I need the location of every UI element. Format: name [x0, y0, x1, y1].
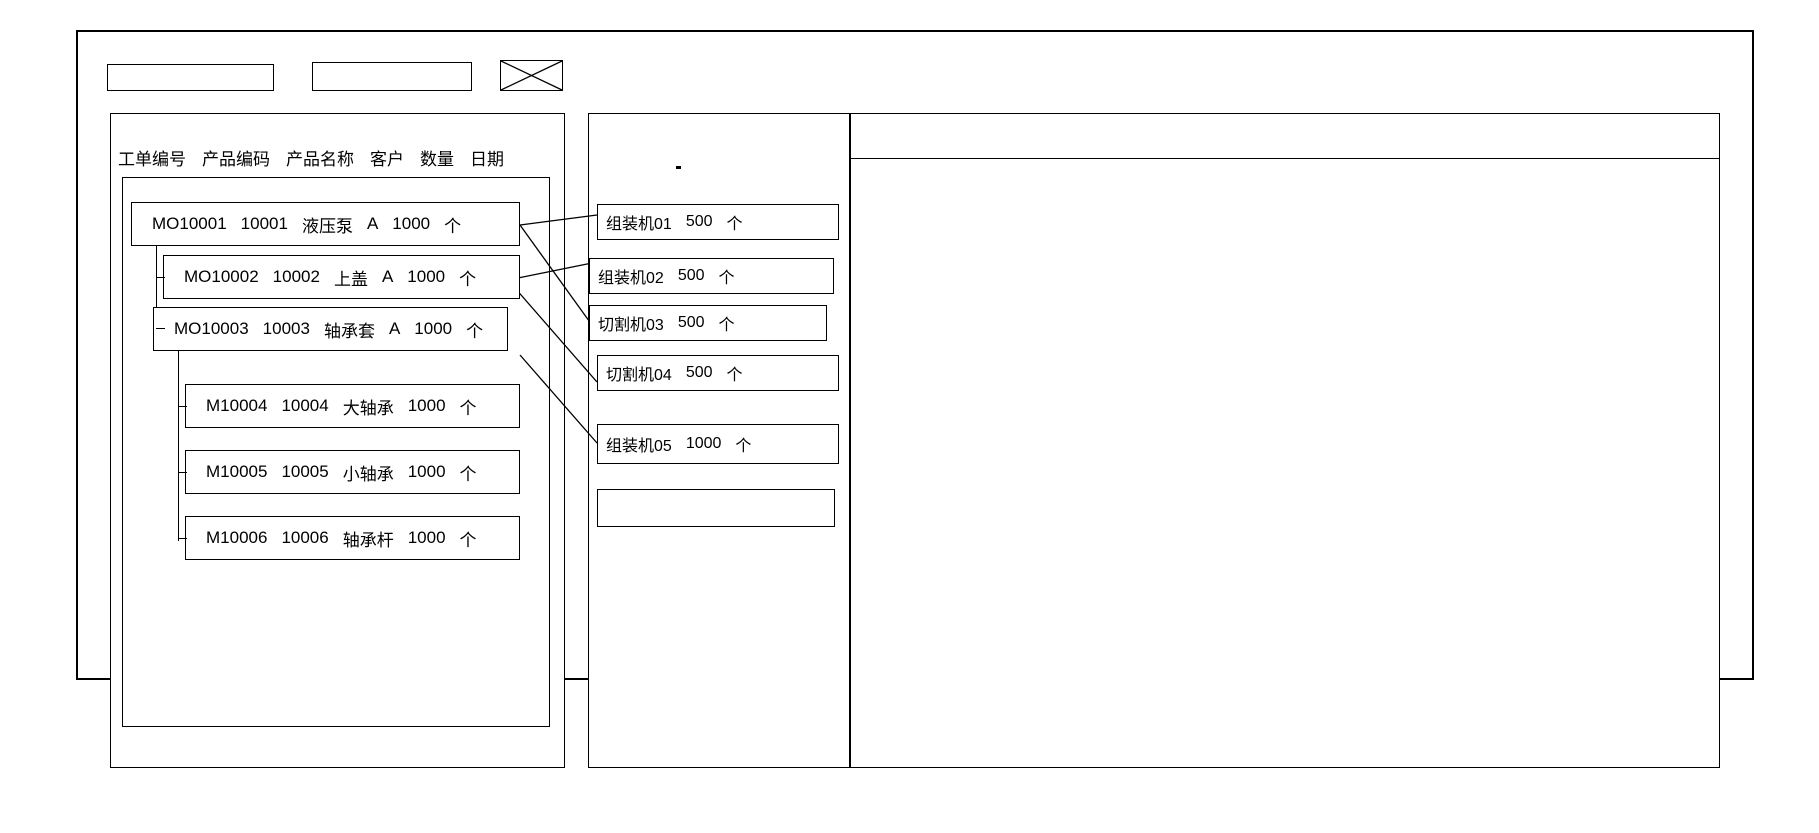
cell-qty: 1000	[414, 319, 453, 338]
cell-qty: 1000	[407, 396, 446, 415]
machine-card[interactable]: 组装机01 500 个	[597, 204, 839, 240]
column-header-2: 产品名称	[286, 149, 354, 169]
work-order-row[interactable]: M10005 10005 小轴承 1000 个	[185, 450, 520, 494]
column-header-row: 工单编号产品编码产品名称客户数量日期	[118, 145, 548, 169]
cell-product-name: 轴承套	[323, 321, 375, 341]
cell-order-no: MO10003	[174, 319, 249, 338]
column-header-0: 工单编号	[118, 149, 186, 169]
cell-qty: 500	[677, 314, 705, 331]
cell-unit: 个	[726, 367, 743, 384]
column-header-1: 产品编码	[202, 149, 270, 169]
tree-connector	[178, 351, 180, 541]
toolbar-field-2[interactable]	[312, 62, 472, 91]
work-order-row[interactable]: M10004 10004 大轴承 1000 个	[185, 384, 520, 428]
cell-qty: 500	[677, 267, 705, 284]
cell-unit: 个	[735, 438, 752, 455]
cell-product-name: 小轴承	[342, 464, 394, 484]
detail-panel	[850, 113, 1720, 768]
cell-qty: 1000	[407, 528, 446, 547]
cell-machine: 组装机05	[606, 438, 672, 455]
cell-product-code: 10006	[281, 528, 329, 547]
cell-order-no: MO10001	[152, 214, 227, 233]
cell-product-code: 10002	[272, 267, 320, 286]
crossed-box-icon[interactable]	[500, 60, 563, 91]
work-order-row[interactable]: MO10001 10001 液压泵 A 1000 个	[131, 202, 520, 246]
cell-machine: 组装机01	[606, 216, 672, 233]
tree-connector	[178, 406, 187, 408]
cell-unit: 个	[459, 464, 477, 484]
cell-product-name: 上盖	[333, 269, 368, 289]
machine-card[interactable]: 组装机05 1000 个	[597, 424, 839, 464]
cell-product-code: 10003	[262, 319, 310, 338]
cell-qty: 1000	[392, 214, 431, 233]
tree-connector	[178, 538, 187, 540]
machine-card[interactable]: 组装机02 500 个	[589, 258, 834, 294]
cell-customer: A	[388, 319, 401, 338]
tree-connector	[156, 328, 165, 330]
cell-order-no: M10006	[206, 528, 268, 547]
cell-product-code: 10005	[281, 462, 329, 481]
tree-connector	[178, 472, 187, 474]
cell-qty: 1000	[407, 462, 446, 481]
cell-qty: 500	[685, 213, 713, 230]
column-header-4: 数量	[420, 149, 454, 169]
work-order-row[interactable]: MO10002 10002 上盖 A 1000 个	[163, 255, 520, 299]
tree-connector	[156, 277, 165, 279]
cell-unit: 个	[459, 269, 477, 289]
machine-card-empty[interactable]	[597, 489, 835, 527]
cell-product-name: 液压泵	[301, 216, 353, 236]
column-header-3: 客户	[370, 149, 404, 169]
cell-customer: A	[366, 214, 379, 233]
machine-card[interactable]: 切割机03 500 个	[589, 305, 827, 341]
cell-machine: 切割机03	[598, 317, 664, 334]
cell-qty: 1000	[685, 435, 722, 452]
cell-product-code: 10004	[281, 396, 329, 415]
detail-panel-header-divider	[851, 158, 1719, 159]
cell-product-name: 轴承杆	[342, 530, 394, 550]
cell-qty: 1000	[407, 267, 446, 286]
work-order-row[interactable]: M10006 10006 轴承杆 1000 个	[185, 516, 520, 560]
column-header-5: 日期	[470, 149, 504, 169]
cell-product-name: 大轴承	[342, 398, 394, 418]
cell-unit: 个	[444, 216, 462, 236]
cell-machine: 组装机02	[598, 270, 664, 287]
cell-machine: 切割机04	[606, 367, 672, 384]
machine-card[interactable]: 切割机04 500 个	[597, 355, 839, 391]
cell-order-no: M10004	[206, 396, 268, 415]
machine-panel-marker	[676, 166, 681, 169]
cell-customer: A	[381, 267, 394, 286]
work-order-row[interactable]: MO10003 10003 轴承套 A 1000 个	[153, 307, 508, 351]
cell-unit: 个	[726, 216, 743, 233]
cell-unit: 个	[459, 398, 477, 418]
toolbar-field-1[interactable]	[107, 64, 274, 91]
cell-qty: 500	[685, 364, 713, 381]
cell-order-no: M10005	[206, 462, 268, 481]
cell-product-code: 10001	[240, 214, 288, 233]
cell-order-no: MO10002	[184, 267, 259, 286]
cell-unit: 个	[459, 530, 477, 550]
cell-unit: 个	[718, 317, 735, 334]
cell-unit: 个	[718, 270, 735, 287]
cell-unit: 个	[466, 321, 484, 341]
